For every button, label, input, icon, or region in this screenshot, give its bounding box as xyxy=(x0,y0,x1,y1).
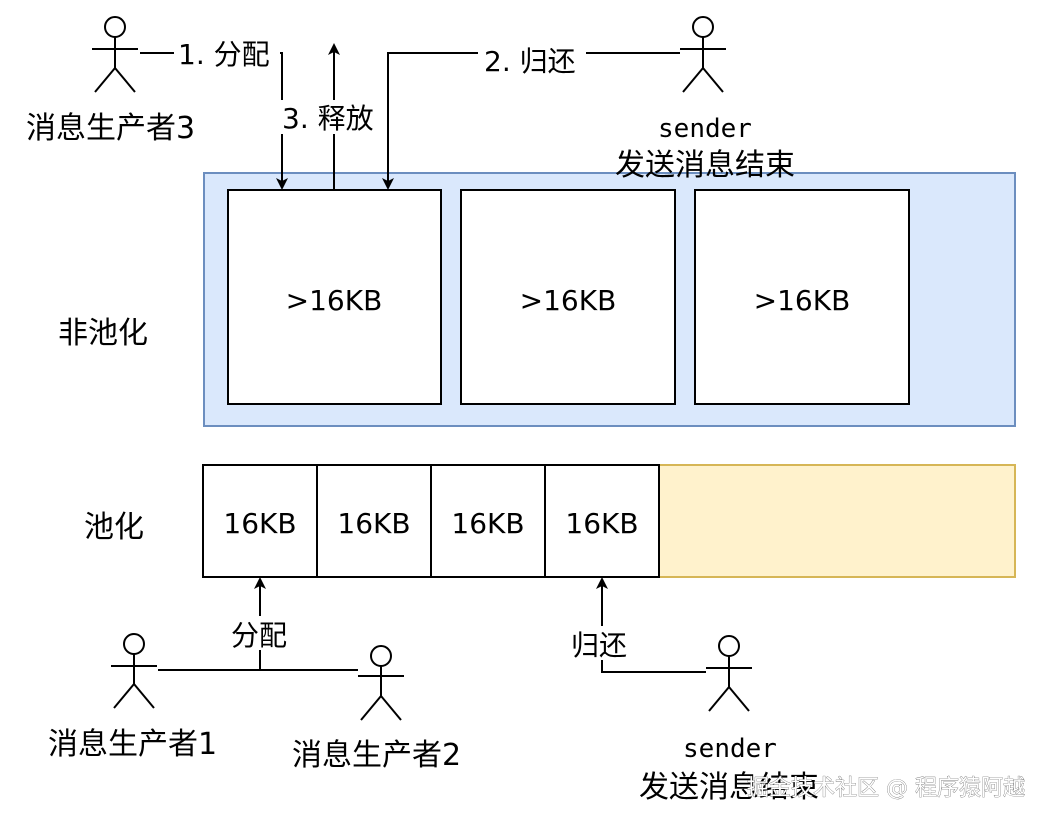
sender-bottom-name: sender xyxy=(683,734,777,764)
non-pooled-label: 非池化 xyxy=(58,316,148,351)
actor-icon xyxy=(111,633,157,709)
actor-icon xyxy=(706,635,752,712)
actor-icon xyxy=(680,16,726,93)
actor-icon xyxy=(358,645,404,721)
pooled-block-label: 16KB xyxy=(337,507,410,540)
bottom-allocate-label: 分配 xyxy=(231,619,287,652)
bottom-return-arrow xyxy=(596,577,706,673)
sender-top-caption: 发送消息结束 xyxy=(615,148,795,183)
pooled-block-label: 16KB xyxy=(223,507,296,540)
non-pooled-block-label: >16KB xyxy=(520,284,617,317)
producer2-label: 消息生产者2 xyxy=(292,738,461,773)
pooled-block: 16KB xyxy=(202,464,318,578)
non-pooled-block: >16KB xyxy=(694,189,910,405)
top-allocate-label: 1. 分配 xyxy=(178,38,270,71)
non-pooled-block-label: >16KB xyxy=(286,284,383,317)
actor-icon xyxy=(92,16,138,93)
top-return-label: 2. 归还 xyxy=(484,45,576,78)
sender-bottom-caption: 发送消息结束 xyxy=(639,770,819,805)
watermark: 掘金技术社区 @ 程序猿阿越 xyxy=(747,776,1025,801)
non-pooled-block-label: >16KB xyxy=(754,284,851,317)
pooled-block: 16KB xyxy=(430,464,546,578)
producer1-label: 消息生产者1 xyxy=(48,727,217,762)
sender-top-name: sender xyxy=(658,114,752,144)
pooled-free-region xyxy=(658,464,1016,578)
pooled-label: 池化 xyxy=(84,510,144,545)
pooled-block-label: 16KB xyxy=(451,507,524,540)
top-release-label: 3. 释放 xyxy=(282,102,374,135)
pooled-block: 16KB xyxy=(316,464,432,578)
non-pooled-block: >16KB xyxy=(460,189,676,405)
pooled-block: 16KB xyxy=(544,464,660,578)
non-pooled-block: >16KB xyxy=(227,189,442,405)
pooled-block-label: 16KB xyxy=(565,507,638,540)
producer3-label: 消息生产者3 xyxy=(26,111,195,146)
bottom-return-label: 归还 xyxy=(571,629,627,662)
